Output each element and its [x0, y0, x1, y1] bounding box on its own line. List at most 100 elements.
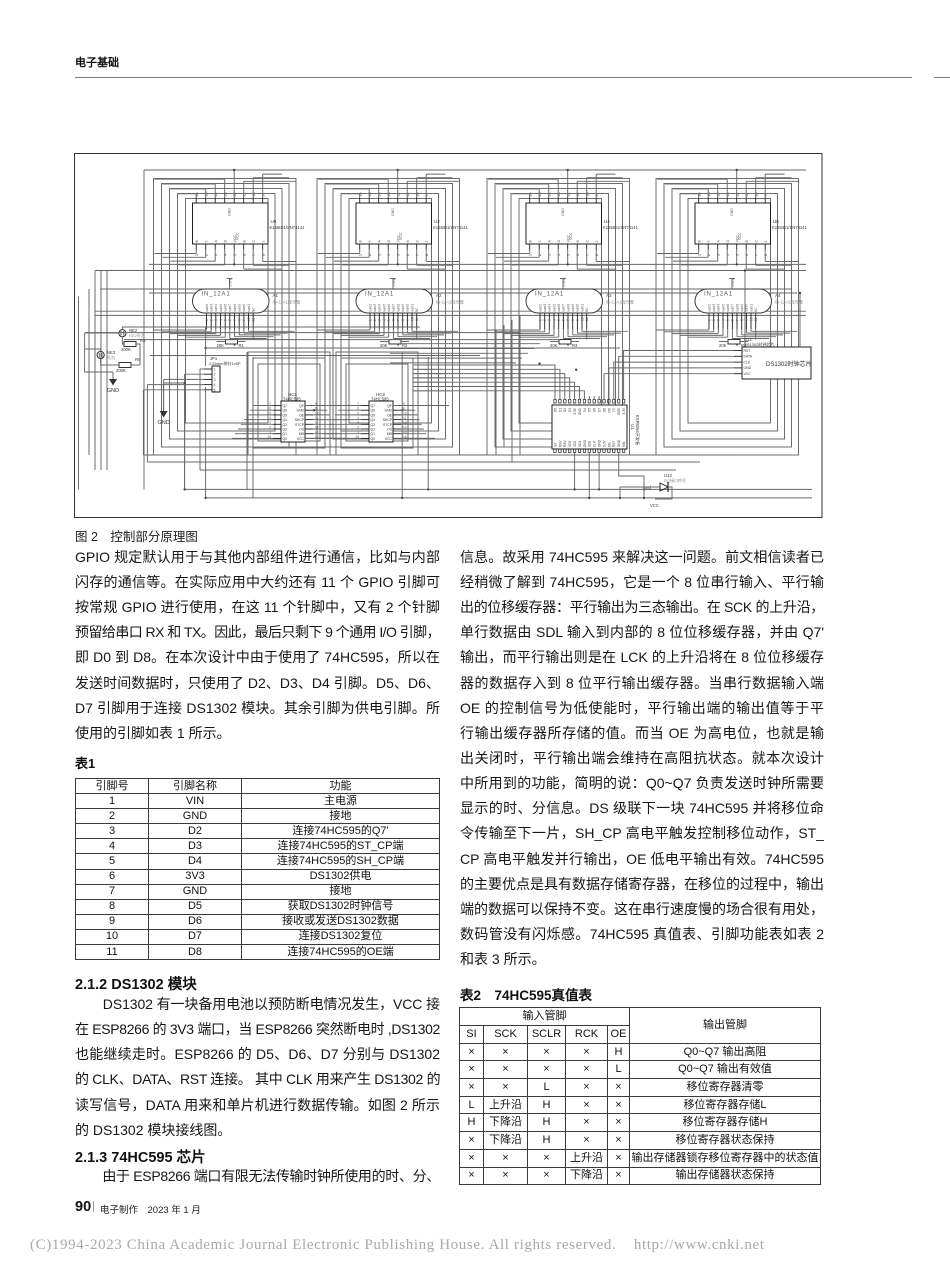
svg-text:2: 2: [764, 241, 768, 243]
svg-text:GND: GND: [391, 208, 395, 216]
svg-text:num0: num0: [576, 304, 580, 312]
svg-text:15: 15: [538, 193, 542, 197]
svg-text:NC: NC: [252, 307, 256, 312]
svg-text:RST: RST: [612, 441, 616, 447]
svg-text:IN_12A1: IN_12A1: [202, 292, 231, 298]
svg-text:num4: num4: [717, 304, 721, 312]
svg-text:GND: GND: [157, 420, 169, 426]
svg-text:VCC: VCC: [650, 503, 659, 508]
svg-text:SHCP: SHCP: [295, 418, 305, 422]
svg-text:8: 8: [315, 407, 317, 411]
svg-text:VCC: VCC: [744, 372, 752, 376]
svg-text:3: 3: [717, 319, 721, 321]
svg-text:num9: num9: [238, 304, 242, 312]
svg-text:6: 6: [576, 254, 580, 256]
svg-text:16: 16: [528, 193, 532, 197]
svg-text:num2: num2: [205, 304, 209, 312]
svg-text:5: 5: [566, 254, 570, 256]
svg-text:VCC: VCC: [569, 232, 573, 240]
svg-text:9: 9: [425, 195, 429, 197]
svg-text:3: 3: [377, 254, 381, 256]
svg-text:GND: GND: [730, 208, 734, 216]
svg-text:14: 14: [214, 193, 218, 197]
svg-text:10: 10: [247, 317, 251, 321]
svg-text:9: 9: [242, 319, 246, 321]
svg-text:D6: D6: [593, 408, 597, 412]
svg-text:DQ接口符号: DQ接口符号: [664, 477, 686, 483]
svg-text:10: 10: [410, 317, 414, 321]
svg-text:QF: QF: [299, 404, 304, 408]
svg-text:7: 7: [754, 254, 758, 256]
svg-text:B: B: [745, 240, 749, 243]
svg-text:GND: GND: [598, 439, 602, 447]
svg-text:6: 6: [745, 254, 749, 256]
svg-text:1: 1: [368, 319, 372, 321]
svg-text:74HC595: 74HC595: [283, 397, 301, 402]
svg-text:D2: D2: [563, 408, 567, 412]
svg-text:num8: num8: [566, 304, 570, 312]
svg-text:VIN: VIN: [622, 441, 626, 447]
svg-text:16: 16: [697, 193, 701, 197]
svg-text:ESP8266开发板: ESP8266开发板: [634, 415, 641, 446]
svg-text:C: C: [754, 240, 758, 243]
svg-text:1: 1: [214, 368, 216, 372]
svg-text:11: 11: [242, 193, 246, 197]
svg-text:74HC595: 74HC595: [371, 397, 389, 402]
svg-text:1: 1: [528, 254, 532, 256]
svg-text:1: 1: [205, 319, 209, 321]
svg-text:3: 3: [547, 254, 551, 256]
svg-text:IN_12A1: IN_12A1: [535, 292, 564, 298]
svg-text:A4: A4: [775, 293, 781, 298]
svg-text:DS: DS: [299, 428, 304, 432]
svg-text:170V: 170V: [392, 278, 396, 287]
svg-text:IN-12A1辉光管: IN-12A1辉光管: [606, 299, 634, 306]
svg-text:12: 12: [315, 421, 319, 425]
svg-text:num8: num8: [735, 304, 739, 312]
svg-text:num4: num4: [548, 304, 552, 312]
svg-text:12: 12: [735, 193, 739, 197]
svg-text:7: 7: [566, 319, 570, 321]
svg-text:D7: D7: [598, 408, 602, 412]
svg-text:R2: R2: [402, 343, 408, 348]
svg-text:8: 8: [238, 319, 242, 321]
svg-text:num2: num2: [538, 304, 542, 312]
svg-text:num0: num0: [242, 304, 246, 312]
svg-text:NC: NC: [585, 307, 589, 312]
svg-text:5: 5: [224, 319, 228, 321]
svg-text:IN_12A1: IN_12A1: [704, 292, 733, 298]
svg-text:6: 6: [562, 319, 566, 321]
svg-text:9: 9: [595, 195, 599, 197]
svg-text:GND: GND: [617, 407, 621, 415]
svg-text:2: 2: [373, 319, 377, 321]
svg-text:GND: GND: [744, 366, 752, 370]
svg-text:B: B: [195, 240, 199, 243]
svg-text:A1: A1: [273, 293, 279, 298]
svg-text:VCC: VCC: [738, 232, 742, 240]
svg-text:D: D: [387, 240, 391, 243]
svg-text:2: 2: [425, 241, 429, 243]
svg-text:R6: R6: [135, 357, 141, 362]
svg-text:NC: NC: [754, 307, 758, 312]
svg-text:4: 4: [219, 319, 223, 321]
svg-text:14: 14: [403, 426, 407, 430]
svg-text:D5: D5: [588, 408, 592, 412]
svg-text:3: 3: [214, 254, 218, 256]
svg-text:gnd: gnd: [643, 486, 652, 492]
svg-text:6: 6: [269, 407, 271, 411]
svg-text:STCP: STCP: [295, 423, 305, 427]
svg-text:Q0: Q0: [283, 437, 288, 441]
svg-text:STCP: STCP: [383, 423, 393, 427]
svg-text:U1: U1: [630, 424, 635, 430]
svg-text:2: 2: [357, 426, 359, 430]
svg-text:IN-12A1辉光管: IN-12A1辉光管: [273, 299, 301, 306]
svg-text:num4: num4: [214, 304, 218, 312]
svg-text:2: 2: [707, 254, 711, 256]
svg-text:9: 9: [538, 241, 542, 243]
svg-text:RSV: RSV: [558, 440, 562, 447]
svg-text:10: 10: [585, 193, 589, 197]
svg-text:13: 13: [557, 193, 561, 197]
svg-text:U12: U12: [744, 337, 752, 342]
svg-text:num5: num5: [219, 304, 223, 312]
svg-text:S3: S3: [553, 443, 557, 447]
svg-text:A3: A3: [606, 293, 612, 298]
